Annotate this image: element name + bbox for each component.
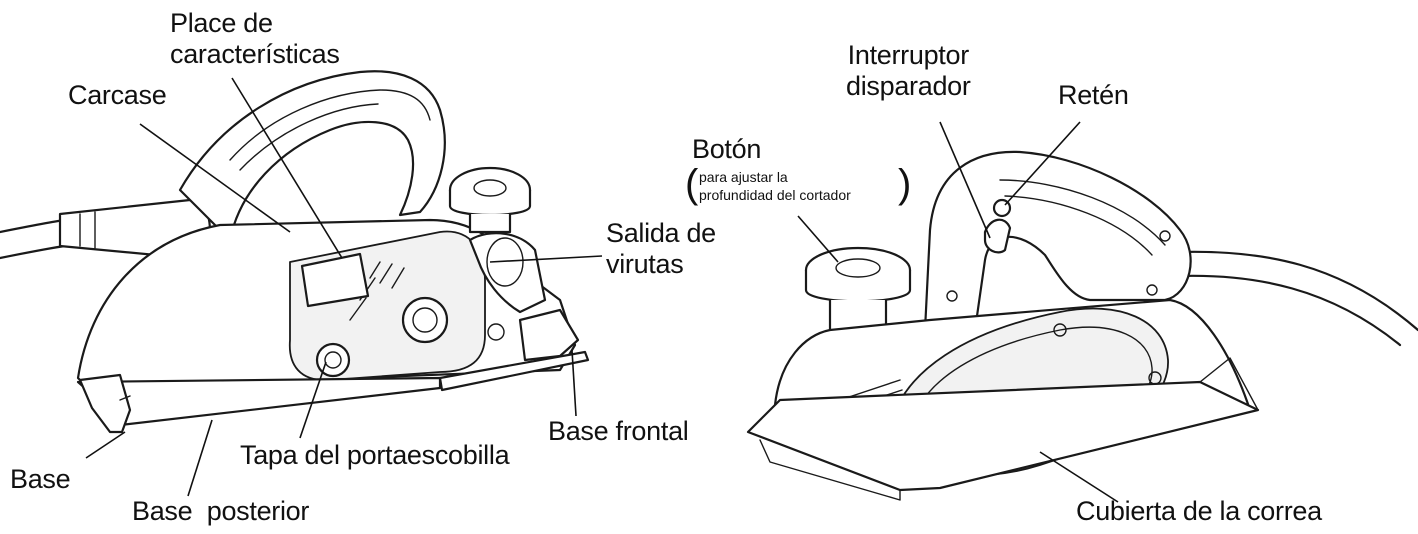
- leader-carcase: [139, 123, 291, 233]
- leader-tapa: [299, 361, 327, 439]
- label-housing: Carcase: [68, 80, 167, 110]
- leader-base-frontal: [571, 349, 577, 417]
- leader-boton: [797, 215, 839, 263]
- leader-base-posterior: [187, 419, 213, 497]
- knob-note-open-paren: (: [685, 162, 699, 206]
- left-power-cord: [0, 218, 67, 260]
- left-front-base: [438, 350, 590, 392]
- left-rating-plate: [300, 252, 370, 308]
- label-trigger-switch: Interruptor disparador: [846, 40, 971, 101]
- left-planer-drawing: [0, 70, 590, 434]
- leader-interruptor: [939, 121, 991, 239]
- right-power-cord: [1178, 250, 1418, 332]
- label-lock-button: Retén: [1058, 80, 1129, 110]
- label-base: Base: [10, 464, 71, 494]
- right-planer-drawing: [746, 150, 1418, 501]
- left-rear-base: [76, 376, 442, 428]
- leader-base: [85, 431, 126, 459]
- leader-cubierta: [1039, 451, 1119, 503]
- label-chip-ejection: Salida de virutas: [606, 218, 716, 279]
- right-handle: [923, 150, 1192, 332]
- left-base-foot: [78, 373, 132, 434]
- leader-reten: [1004, 121, 1081, 206]
- label-brush-cap: Tapa del portaescobilla: [240, 440, 510, 470]
- label-front-base: Base frontal: [548, 416, 689, 446]
- left-brush-cap: [315, 342, 351, 378]
- label-rating-plate: Place de características: [170, 8, 340, 69]
- label-belt-cover: Cubierta de la correa: [1076, 496, 1322, 526]
- knob-note-line-1: para ajustar la: [699, 169, 788, 185]
- label-rear-base: Base posterior: [132, 496, 310, 526]
- leader-place: [231, 77, 343, 259]
- right-trigger: [983, 218, 1012, 254]
- leader-salida: [489, 255, 603, 263]
- leader-lines: [85, 77, 1119, 503]
- knob-note-line-2: profundidad del cortador: [699, 187, 851, 203]
- knob-note-close-paren: ): [898, 162, 912, 206]
- label-knob: Botón: [692, 134, 762, 164]
- left-handle: [178, 70, 446, 242]
